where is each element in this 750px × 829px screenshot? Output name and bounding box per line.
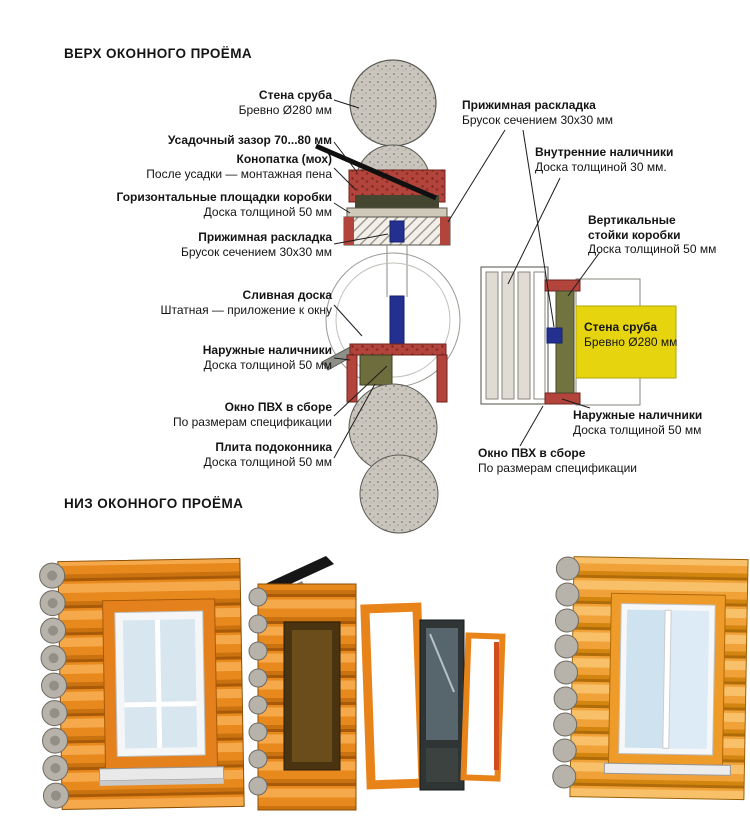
label-title: Стена сруба: [584, 320, 658, 334]
label-title: Горизонтальные площадки коробки: [116, 190, 333, 204]
log-ends: [552, 556, 580, 789]
assembled-window-wall: [39, 557, 245, 811]
label-title: Прижимная раскладка: [462, 98, 596, 112]
label-desc: Доска толщиной 50 мм: [588, 242, 717, 257]
window-box-frame: [360, 602, 428, 790]
window-glass-right: [668, 610, 710, 749]
label-desc: Бревно Ø280 мм: [584, 334, 678, 349]
label-desc: По размерам спецификации: [173, 414, 332, 429]
label-title: Усадочный зазор 70...80 мм: [167, 133, 332, 147]
label-desc: Доска толщиной 50 мм: [203, 204, 332, 219]
callout-pvc-window: Окно ПВХ в сборе По размерам спецификаци…: [173, 400, 332, 429]
callout-outer-casing-right: Наружные наличники Доска толщиной 50 мм: [573, 408, 702, 437]
callout-drip-board: Сливная доска Штатная — приложение к окн…: [161, 288, 332, 317]
heading-bottom-section: НИЗ ОКОННОГО ПРОЁМА: [64, 496, 244, 511]
box-plate: [346, 207, 448, 218]
label-title: Наружные наличники: [202, 343, 332, 357]
heading-top-section: ВЕРХ ОКОННОГО ПРОЁМА: [64, 46, 253, 61]
callout-caulking: Конопатка (мох) После усадки — монтажная…: [146, 152, 332, 181]
wall-yellow-block: [575, 305, 677, 379]
callout-press-strip-right: Прижимная раскладка Брусок сечением 30x3…: [462, 98, 613, 127]
callout-settling-gap: Усадочный зазор 70...80 мм: [168, 133, 332, 148]
label-title: Конопатка (мох): [236, 152, 332, 166]
log-circle: [359, 454, 439, 534]
horizontal-cross-section: [480, 266, 677, 406]
label-title: Внутренние наличники: [535, 145, 674, 159]
label-desc: Штатная — приложение к окну: [160, 302, 332, 317]
window-glass-left: [624, 609, 666, 749]
window-mullion-blue: [389, 295, 405, 349]
finished-window-wall: [552, 556, 749, 801]
callout-vertical-studs: Вертикальные стойки коробки Доска толщин…: [588, 213, 716, 257]
log-ends: [248, 587, 268, 796]
press-strip-blue: [389, 220, 405, 243]
inner-casing-strip: [485, 271, 499, 400]
caulk-band: [355, 195, 439, 208]
label-desc: Брусок сечением 30x30 мм: [462, 112, 613, 127]
label-title: Окно ПВХ в сборе: [224, 400, 332, 414]
callout-pvc-window-right: Окно ПВХ в сборе По размерам спецификаци…: [478, 446, 637, 475]
caulk-block: [359, 354, 393, 386]
label-title: Наружные наличники: [573, 408, 703, 422]
label-desc: Доска толщиной 30 мм.: [535, 159, 667, 174]
callout-horizontal-boards: Горизонтальные площадки коробки Доска то…: [117, 190, 333, 219]
window-sill: [98, 766, 225, 782]
callout-outer-casing: Наружные наличники Доска толщиной 50 мм: [203, 343, 332, 372]
casing-frame: [460, 632, 506, 782]
frame-sill: [349, 343, 447, 356]
label-desc: Доска толщиной 50 мм: [203, 454, 332, 469]
label-title: Окно ПВХ в сборе: [478, 446, 586, 460]
pointer-bar: [315, 143, 437, 201]
label-desc: Доска толщиной 50 мм: [573, 422, 702, 437]
window-sash-dark: [419, 619, 465, 791]
label-title: Плита подоконника: [215, 440, 332, 454]
callout-wall-log: Стена сруба Бревно Ø280 мм: [239, 88, 332, 117]
label-desc: Доска толщиной 50 мм: [203, 357, 332, 372]
callout-sill-plate: Плита подоконника Доска толщиной 50 мм: [204, 440, 332, 469]
label-title: Стена сруба: [258, 88, 332, 102]
press-strip-blue: [546, 327, 563, 344]
label-title: Прижимная раскладка: [198, 230, 332, 244]
callout-inner-casing: Внутренние наличники Доска толщиной 30 м…: [535, 145, 673, 174]
label-desc: Брусок сечением 30x30 мм: [181, 244, 332, 259]
window-sill: [603, 762, 731, 776]
callout-wall-log-right: Стена сруба Бревно Ø280 мм: [584, 320, 677, 349]
label-desc: Бревно Ø280 мм: [238, 102, 332, 117]
vertical-cross-section: [315, 59, 461, 534]
trim-slat: [494, 642, 499, 770]
label-desc: После усадки — монтажная пена: [146, 166, 332, 181]
label-title: Сливная доска: [242, 288, 332, 302]
callout-press-strip: Прижимная раскладка Брусок сечением 30x3…: [181, 230, 332, 259]
log-circle: [349, 59, 437, 147]
exploded-window-assembly: [248, 556, 506, 811]
label-title: Вертикальные стойки коробки: [588, 213, 681, 242]
label-desc: По размерам спецификации: [478, 460, 637, 475]
callout-lines: [333, 99, 601, 459]
